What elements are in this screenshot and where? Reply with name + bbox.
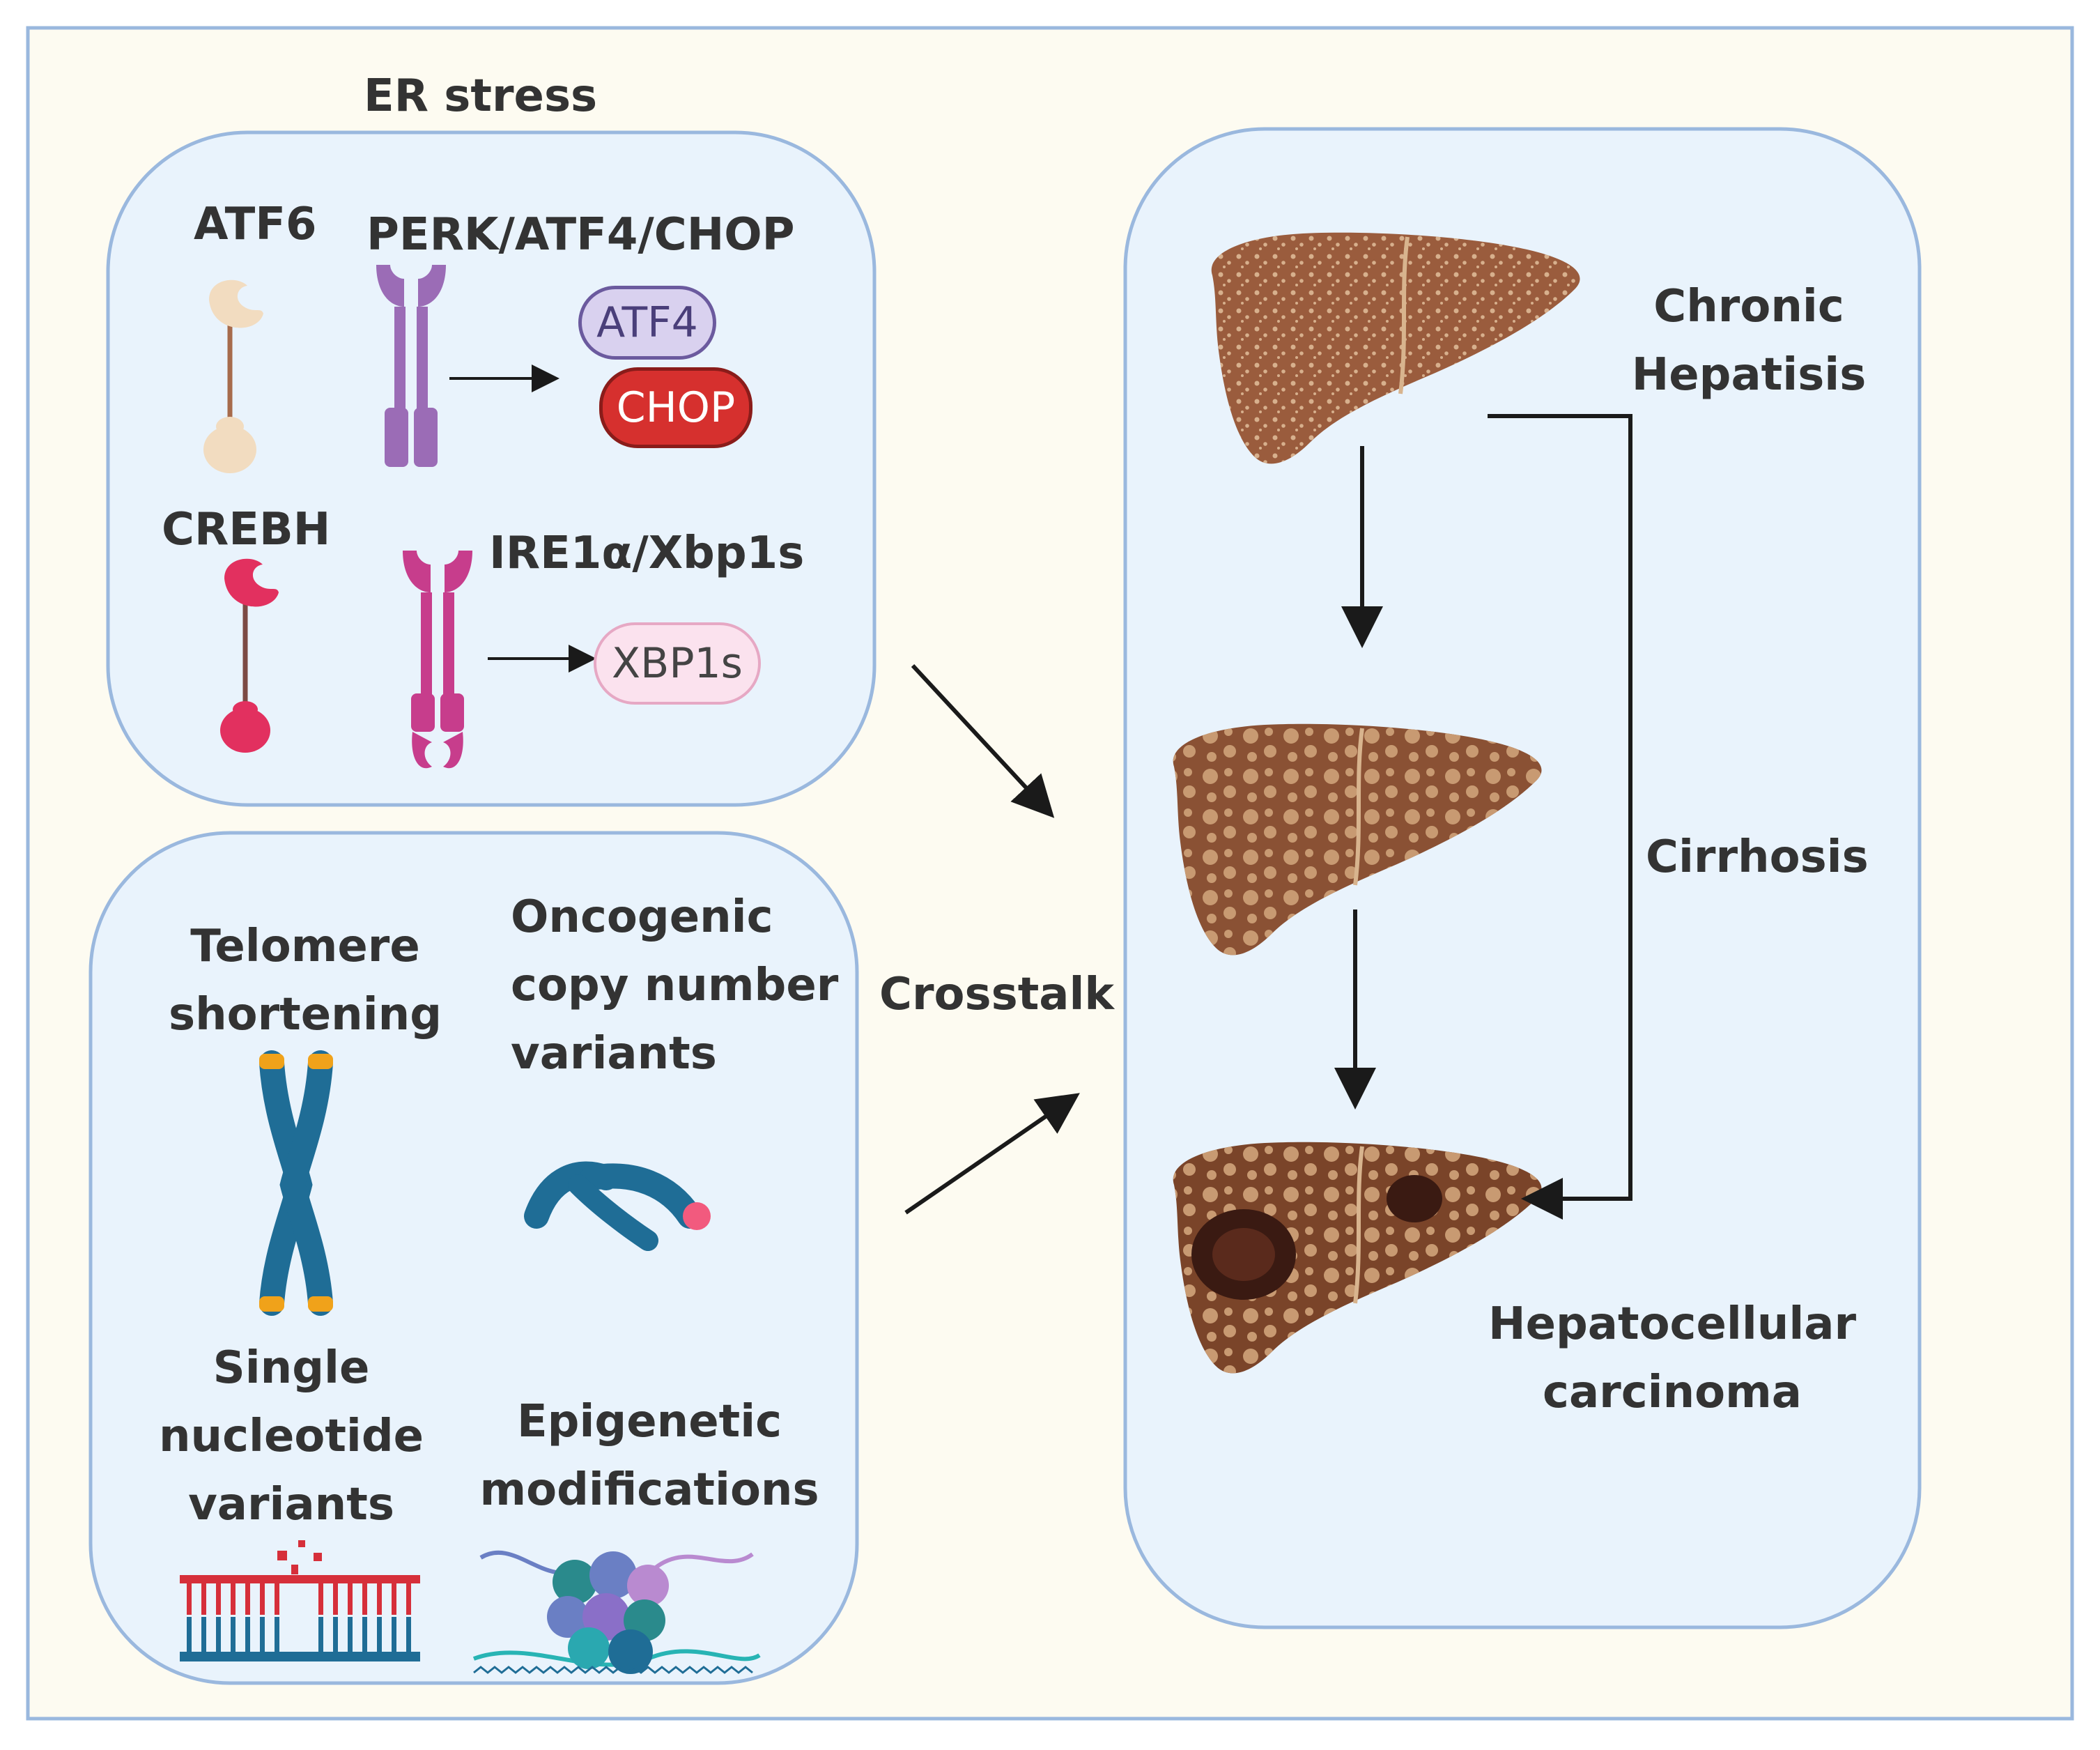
crosstalk-arrow-upper xyxy=(911,663,1055,818)
perk-label: PERK/ATF4/CHOP xyxy=(366,209,795,261)
atf4-pill: ATF4 xyxy=(578,286,716,360)
chop-pill: CHOP xyxy=(599,367,752,448)
liver-hcc-icon xyxy=(1173,1142,1542,1374)
er-stress-title: ER stress xyxy=(364,70,598,122)
ire1-receptor-icon xyxy=(403,551,472,769)
ire1-label: IRE1α/Xbp1s xyxy=(489,528,805,579)
liver-cirrhosis-icon xyxy=(1173,723,1542,955)
atf6-label: ATF6 xyxy=(194,199,317,250)
cirrhosis-label: Cirrhosis xyxy=(1646,831,1869,883)
crebh-label: CREBH xyxy=(162,504,331,555)
perk-receptor-icon xyxy=(376,265,446,467)
cnv-chromosome-icon xyxy=(524,1161,711,1251)
dna-rungs xyxy=(187,1583,411,1652)
dna-ladder-icon xyxy=(180,1540,420,1661)
crebh-receptor-icon xyxy=(220,558,279,753)
crosstalk-label: Crosstalk xyxy=(879,969,1114,1020)
chromosome-icon xyxy=(259,1050,333,1316)
xbp1s-pill: XBP1s xyxy=(594,622,761,705)
direct-route-arrow xyxy=(1488,414,1632,1220)
genetic-panel xyxy=(88,831,859,1685)
atf6-receptor-icon xyxy=(203,279,263,473)
nucleosome-icon xyxy=(472,1550,761,1674)
crosstalk-arrow-lower xyxy=(904,1093,1080,1215)
liver-chronic-icon xyxy=(1211,232,1580,464)
